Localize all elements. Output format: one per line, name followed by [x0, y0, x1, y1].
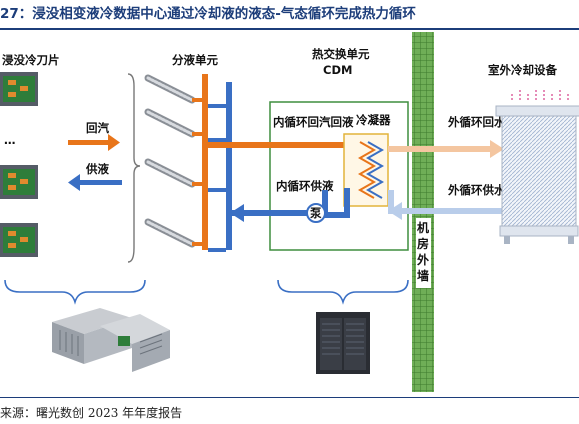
- cold-manifold-pipe: [226, 82, 232, 250]
- inner-supply-label: 内循环供液: [276, 179, 334, 193]
- supply-liquid-label: 供液: [85, 162, 109, 176]
- wall-char-4: 墙: [417, 268, 429, 283]
- hx-unit-box: [269, 101, 409, 251]
- footer-rule: [0, 397, 579, 398]
- return-gas-arrow: [68, 134, 120, 151]
- manifold-brace: [127, 73, 141, 263]
- title-rule: [0, 28, 579, 30]
- wall-char-3: 外: [417, 252, 429, 267]
- manifold-branches: [192, 98, 226, 252]
- inner-supply-pipe: [230, 190, 328, 222]
- blade-server-middle: [0, 165, 38, 199]
- outer-return-label: 外循环回水: [447, 115, 506, 129]
- blade-server-top: [0, 72, 38, 106]
- condenser-cold-coil: [365, 141, 385, 199]
- dist-unit-label: 分液单元: [172, 53, 218, 67]
- cdm-cabinet-image: [316, 312, 370, 374]
- blade-server-bottom: [0, 223, 38, 257]
- condenser-hot-coil: [357, 141, 377, 199]
- wall-label: 机 房 外 墙: [417, 220, 429, 283]
- blade-label: 浸没冷刀片: [2, 53, 60, 67]
- manifold-coil-2: [144, 108, 196, 138]
- condenser-label: 冷凝器: [356, 113, 391, 127]
- cooling-diagram: 浸没冷刀片 … 回汽 供液: [0, 32, 579, 392]
- immersion-rack-image: [52, 308, 170, 372]
- blade-ellipsis: …: [4, 133, 16, 147]
- figure-title: 27：浸没相变液冷数据中心通过冷却液的液态-气态循环完成热力循环: [0, 6, 416, 22]
- condenser-drain: [344, 188, 350, 218]
- outer-return-pipe: [388, 140, 504, 158]
- manifold-coil-1: [144, 74, 196, 104]
- inner-return-label: 内循环回汽回液: [273, 115, 354, 129]
- return-gas-label: 回汽: [86, 121, 109, 135]
- outer-supply-pipe: [388, 190, 504, 220]
- wall-char-2: 房: [417, 236, 429, 251]
- manifold-coil-4: [144, 218, 196, 248]
- manifold-coil-3: [144, 158, 196, 188]
- source-note: 来源：曙光数创 2023 年年度报告: [0, 406, 183, 420]
- outdoor-label: 室外冷却设备: [488, 63, 557, 77]
- blade-group-brace: [4, 279, 146, 305]
- hot-manifold-pipe: [202, 74, 208, 250]
- wall-char-1: 机: [417, 220, 429, 235]
- cdm-label: CDM: [323, 63, 352, 77]
- wall-label-bg: [416, 218, 431, 288]
- hx-unit-label: 热交换单元: [312, 47, 370, 61]
- supply-liquid-arrow: [68, 174, 122, 191]
- outer-supply-label: 外循环供水: [447, 183, 506, 197]
- condenser-to-pump: [326, 212, 350, 218]
- cooling-tower-image: [495, 88, 579, 244]
- pump-label: 泵: [310, 206, 322, 220]
- cdm-group-brace: [277, 279, 409, 305]
- pump-icon: [306, 203, 326, 223]
